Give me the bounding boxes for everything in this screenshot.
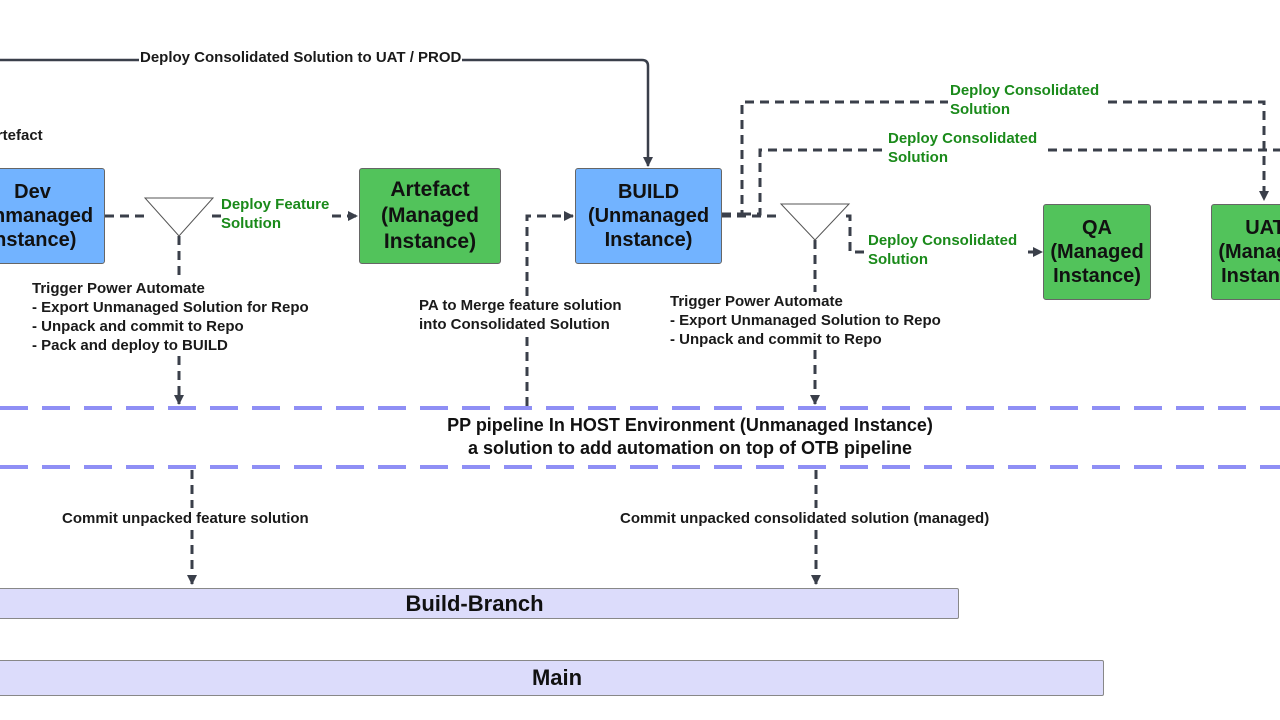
trigger-right-label: Trigger Power Automate - Export Unmanage… (670, 292, 941, 349)
build-branch-bar: Build-Branch (0, 588, 959, 619)
merge-triangle-left (143, 197, 215, 237)
deploy-consolidated-label-inner: Deploy Consolidated Solution (888, 129, 1038, 167)
pipeline-line2: a solution to add automation on top of O… (468, 438, 912, 458)
deploy-qa-connector (846, 214, 866, 254)
deploy-uat-prod-label: Deploy Consolidated Solution to UAT / PR… (139, 48, 463, 67)
build-branch-label: Build-Branch (405, 590, 544, 616)
pa-merge-connector-upper (525, 211, 574, 296)
commit-feature-label: Commit unpacked feature solution (62, 509, 309, 528)
uat-node-label: UAT (Managed Instance) (1218, 217, 1280, 287)
qa-node-label: QA (Managed Instance) (1050, 217, 1144, 287)
qa-node: QA (Managed Instance) (1043, 204, 1151, 300)
artefact-node-label: Artefact (Managed Instance) (380, 178, 479, 253)
artefact-partial-label: Artefact (0, 127, 43, 144)
main-branch-bar: Main (0, 660, 1104, 696)
trigger-left-label: Trigger Power Automate - Export Unmanage… (32, 279, 309, 355)
dev-node-label: Dev (Unmanaged Instance) (0, 181, 94, 251)
dev-node: Dev (Unmanaged Instance) (0, 168, 105, 264)
artefact-node: Artefact (Managed Instance) (359, 168, 501, 264)
build-node-label: BUILD (Unmanaged Instance) (587, 181, 710, 251)
pipeline-title: PP pipeline In HOST Environment (Unmanag… (0, 414, 1280, 460)
deploy-consolidated-label-outer: Deploy Consolidated Solution (950, 81, 1100, 119)
deploy-consolidated-outer-connector-right (1108, 100, 1269, 201)
main-branch-label: Main (531, 665, 583, 690)
merge-triangle-right (779, 203, 851, 241)
deploy-consolidated-label-qa: Deploy Consolidated Solution (868, 231, 1018, 269)
deploy-feature-label: Deploy Feature Solution (221, 195, 330, 233)
commit-consolidated-label: Commit unpacked consolidated solution (m… (620, 509, 990, 528)
build-node: BUILD (Unmanaged Instance) (575, 168, 722, 264)
deploy-consolidated-outer-connector (722, 100, 948, 216)
pa-merge-label: PA to Merge feature solution into Consol… (419, 296, 622, 334)
uat-node: UAT (Managed Instance) (1211, 204, 1280, 300)
deploy-consolidated-inner-connector (742, 148, 886, 216)
deploy-uat-prod-connector (0, 58, 653, 167)
pipeline-line1: PP pipeline In HOST Environment (Unmanag… (447, 415, 933, 435)
